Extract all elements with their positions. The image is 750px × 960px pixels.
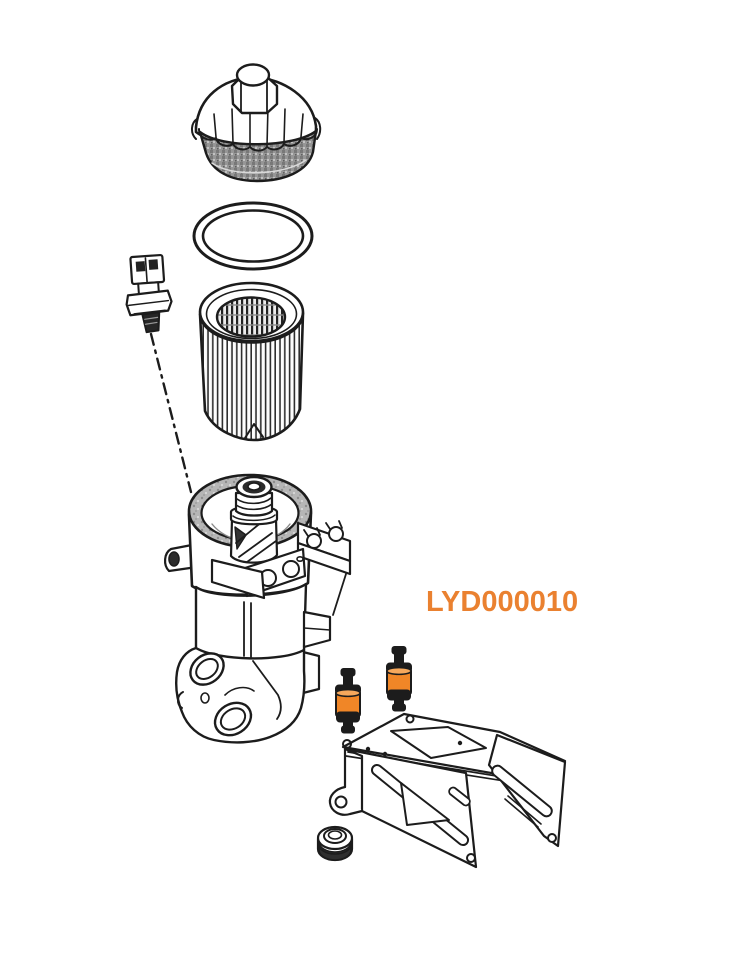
- mounting-bracket: [328, 712, 567, 869]
- grommet: [316, 825, 354, 862]
- filter-cap: [191, 63, 322, 183]
- o-ring: [192, 201, 314, 271]
- alignment-dash-line: [149, 332, 193, 494]
- mounting-bushing-upper: [385, 645, 413, 712]
- filter-element: [198, 281, 305, 442]
- mounting-bushing-lower: [334, 667, 362, 734]
- oil-pressure-sensor: [125, 253, 173, 334]
- filter-housing: [164, 473, 352, 744]
- part-number-label: LYD000010: [426, 586, 579, 618]
